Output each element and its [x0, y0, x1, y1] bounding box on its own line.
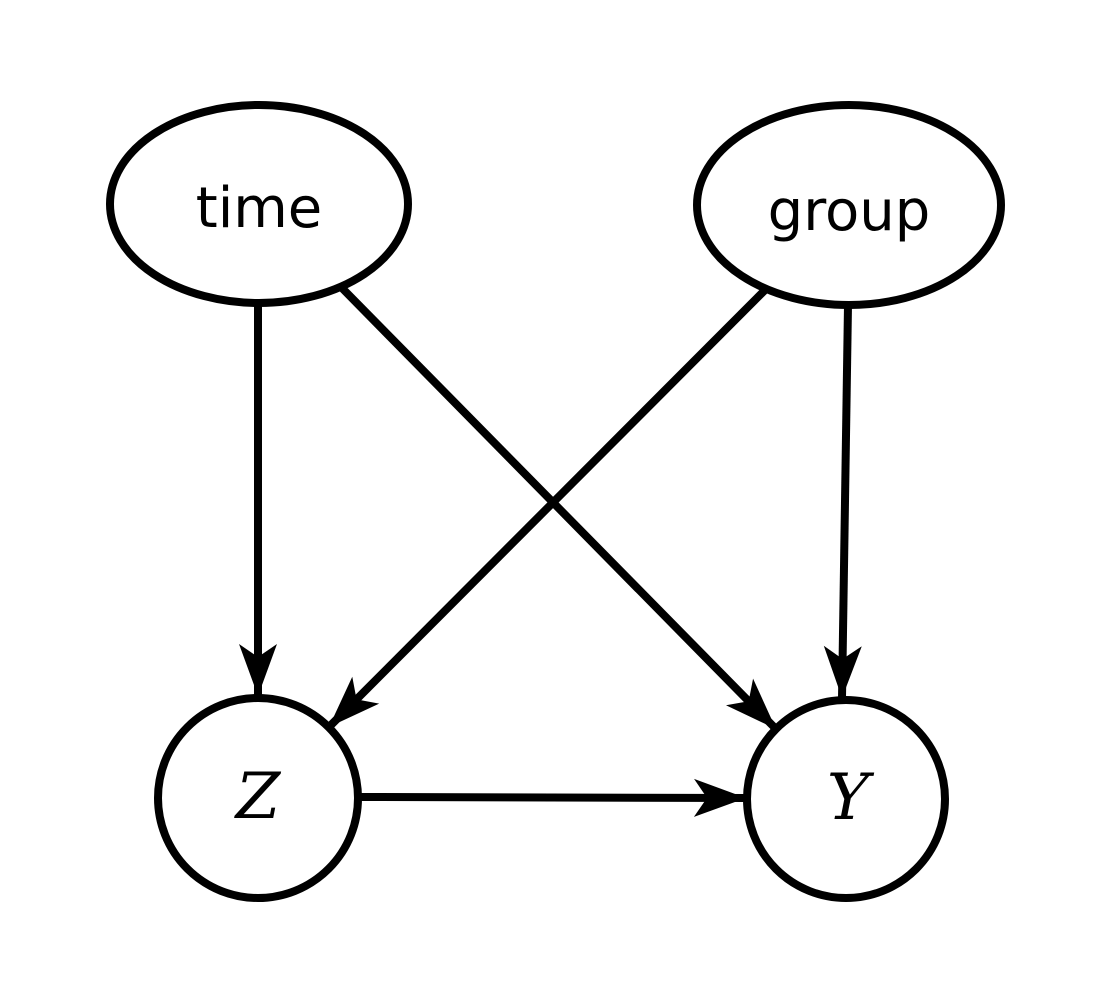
node-z-label: Z	[234, 760, 282, 834]
node-time-ellipse	[106, 101, 412, 307]
node-z-circle	[154, 694, 362, 902]
node-group-ellipse	[693, 101, 1005, 309]
edges	[239, 284, 862, 817]
node-time-label: time	[196, 176, 323, 241]
node-y-label: Y	[827, 761, 875, 835]
edge-time-to-y-arrow	[338, 284, 779, 732]
node-y-circle	[743, 696, 949, 902]
nodes: time group Z Y	[106, 101, 1005, 902]
edge-group-to-y-arrow	[823, 304, 862, 699]
edge-z-to-y-arrow	[357, 778, 747, 817]
edge-group-to-z-arrow	[326, 286, 769, 730]
node-group-label: group	[768, 179, 931, 244]
